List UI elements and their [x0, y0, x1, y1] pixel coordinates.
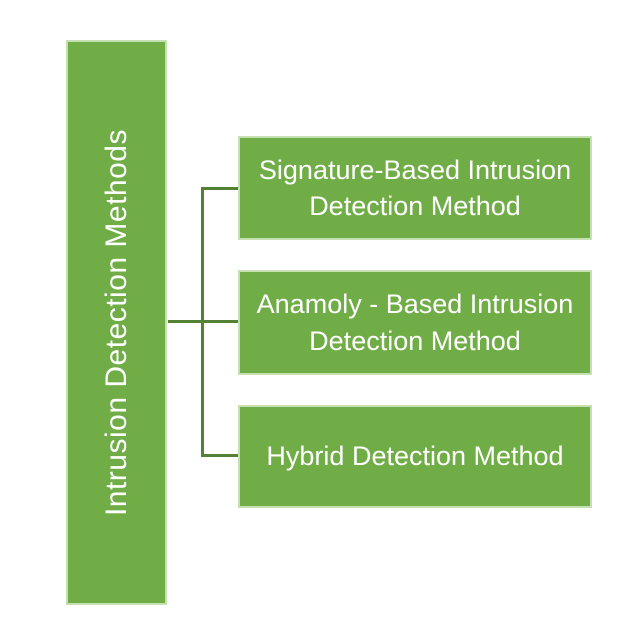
root-node-label: Intrusion Detection Methods: [99, 128, 133, 517]
connector-stub-hybrid: [201, 454, 238, 457]
connector-trunk-line: [201, 187, 204, 457]
root-node-intrusion-detection-methods: Intrusion Detection Methods: [66, 40, 167, 605]
child-node-signature-based: Signature-Based Intrusion Detection Meth…: [238, 136, 592, 240]
child-node-label: Hybrid Detection Method: [266, 441, 564, 472]
child-node-label: Signature-Based Intrusion Detection Meth…: [258, 154, 572, 221]
child-node-label: Anamoly - Based Intrusion Detection Meth…: [256, 289, 574, 356]
child-node-anomaly-based: Anamoly - Based Intrusion Detection Meth…: [238, 270, 592, 375]
child-node-hybrid: Hybrid Detection Method: [238, 405, 592, 508]
connector-stub-signature: [201, 187, 238, 190]
